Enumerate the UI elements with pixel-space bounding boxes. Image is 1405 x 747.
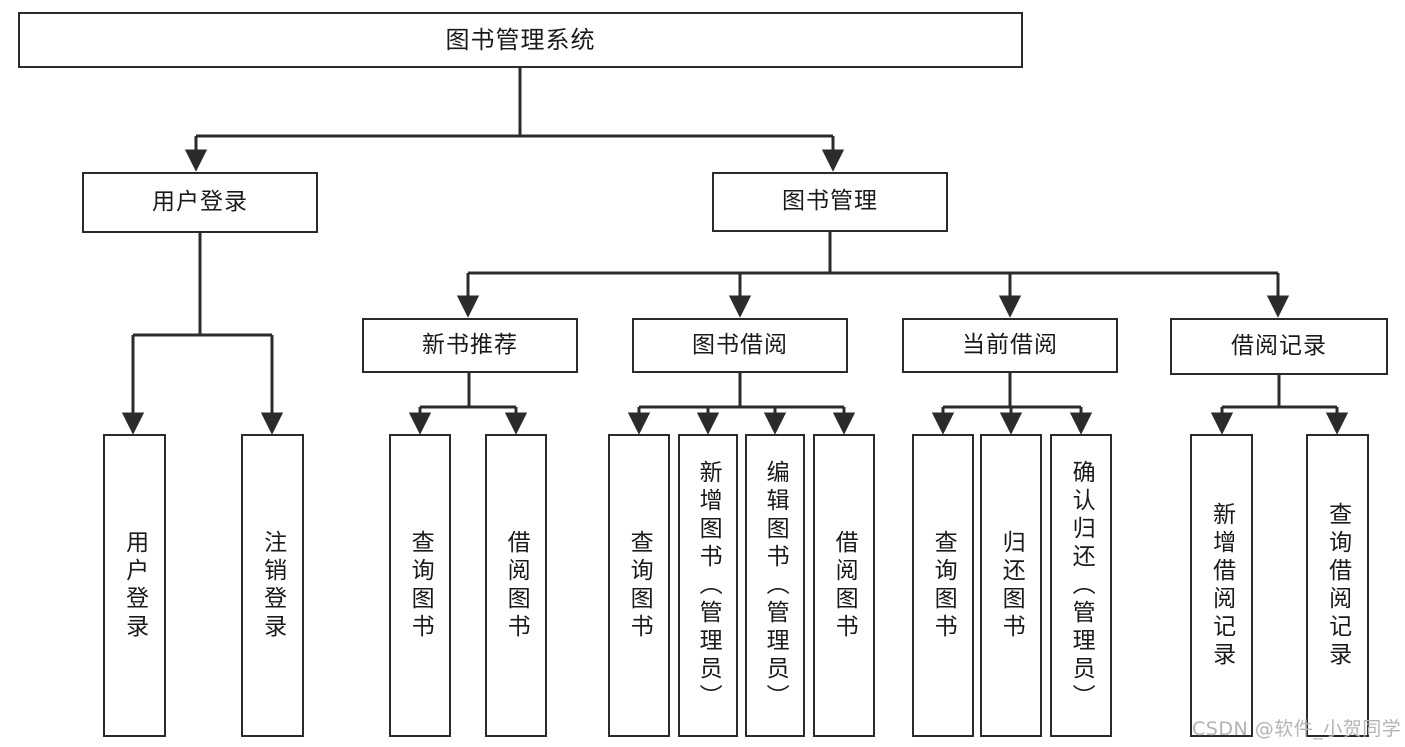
node-borrow-record-label: 借阅记录 <box>1231 332 1327 359</box>
node-borrow-record[interactable]: 借阅记录 <box>1170 318 1388 375</box>
node-leaf-query-borrow-record[interactable]: 查询借阅记录 <box>1306 434 1369 737</box>
node-leaf-query-book-2[interactable]: 查询图书 <box>608 434 670 737</box>
node-leaf-query-book-3[interactable]: 查询图书 <box>912 434 974 737</box>
node-leaf-user-login[interactable]: 用户登录 <box>103 434 166 737</box>
node-leaf-borrow-book-1[interactable]: 借阅图书 <box>485 434 547 737</box>
leaf-query-book-2-label: 查询图书 <box>626 529 653 642</box>
node-book-borrow-label: 图书借阅 <box>692 331 788 358</box>
node-leaf-add-book-admin[interactable]: 新增图书（管理员） <box>678 434 738 737</box>
node-leaf-query-book-1[interactable]: 查询图书 <box>389 434 451 737</box>
leaf-return-book-label: 归还图书 <box>998 529 1025 642</box>
leaf-query-book-1-label: 查询图书 <box>407 529 434 642</box>
node-root-label: 图书管理系统 <box>445 25 596 54</box>
leaf-query-book-3-label: 查询图书 <box>930 529 957 642</box>
leaf-add-borrow-record-label: 新增借阅记录 <box>1208 501 1235 670</box>
leaf-confirm-return-admin-label: 确认归还（管理员） <box>1068 459 1095 712</box>
node-leaf-user-logout[interactable]: 注销登录 <box>241 434 304 737</box>
node-leaf-return-book[interactable]: 归还图书 <box>980 434 1042 737</box>
node-user-login-label: 用户登录 <box>152 188 248 215</box>
node-book-management-label: 图书管理 <box>782 188 878 215</box>
leaf-edit-book-admin-label: 编辑图书（管理员） <box>762 459 789 712</box>
node-leaf-add-borrow-record[interactable]: 新增借阅记录 <box>1190 434 1253 737</box>
leaf-borrow-book-1-label: 借阅图书 <box>503 529 530 642</box>
node-book-borrow[interactable]: 图书借阅 <box>632 318 848 373</box>
node-root[interactable]: 图书管理系统 <box>18 12 1023 68</box>
leaf-borrow-book-2-label: 借阅图书 <box>831 529 858 642</box>
node-current-borrow[interactable]: 当前借阅 <box>902 318 1118 373</box>
csdn-watermark: CSDN @软件_小贺同学 <box>1192 718 1402 740</box>
leaf-user-login-label: 用户登录 <box>121 529 148 642</box>
leaf-add-book-admin-label: 新增图书（管理员） <box>695 459 722 712</box>
node-leaf-borrow-book-2[interactable]: 借阅图书 <box>813 434 875 737</box>
leaf-user-logout-label: 注销登录 <box>259 529 286 642</box>
node-new-book-recommend[interactable]: 新书推荐 <box>362 318 578 373</box>
node-user-login[interactable]: 用户登录 <box>82 172 318 233</box>
node-leaf-edit-book-admin[interactable]: 编辑图书（管理员） <box>745 434 805 737</box>
leaf-query-borrow-record-label: 查询借阅记录 <box>1324 501 1351 670</box>
node-new-book-recommend-label: 新书推荐 <box>422 331 518 358</box>
node-current-borrow-label: 当前借阅 <box>962 331 1058 358</box>
node-book-management[interactable]: 图书管理 <box>712 172 948 232</box>
node-leaf-confirm-return-admin[interactable]: 确认归还（管理员） <box>1050 434 1112 737</box>
